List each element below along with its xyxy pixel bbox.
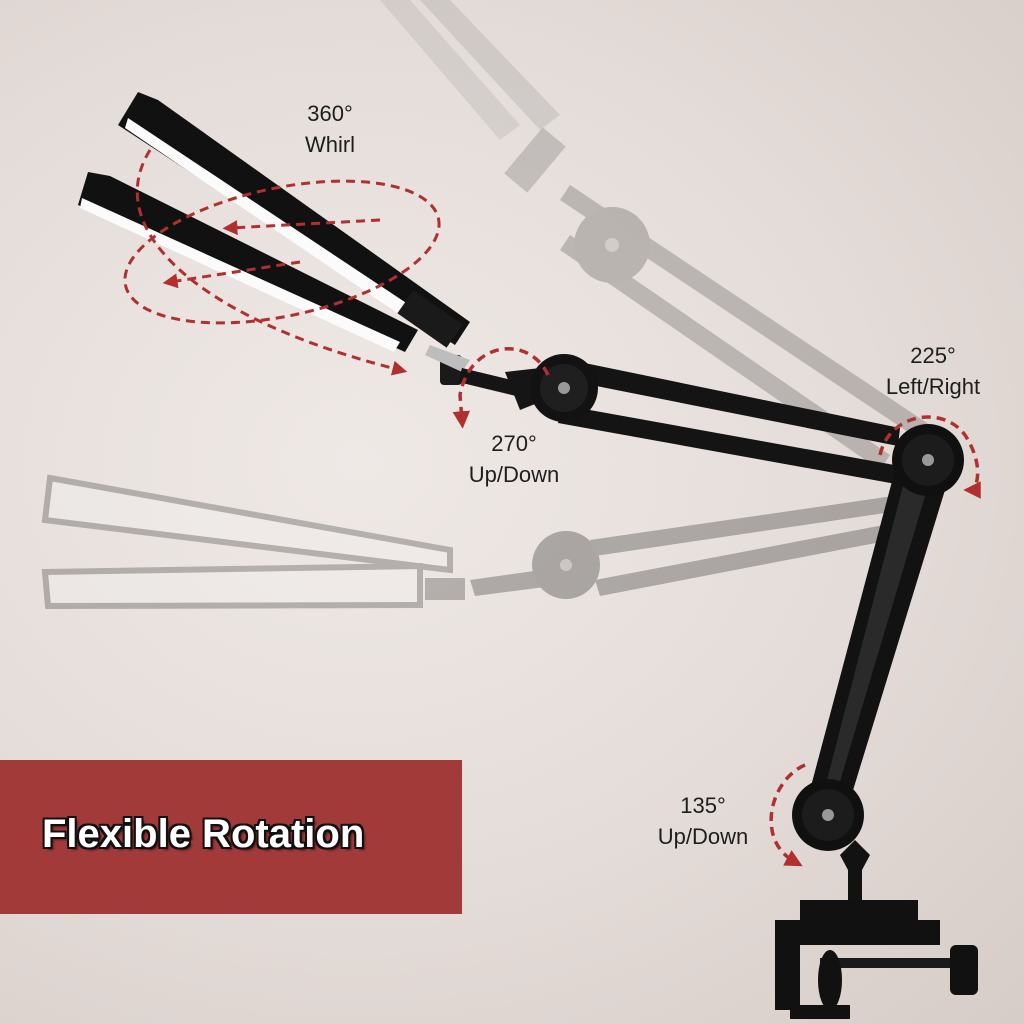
ghost-lamp-upper — [380, 0, 930, 470]
ghost-lamp-lower — [41, 474, 912, 610]
elbow-rotation-motion: Left/Right — [885, 374, 981, 399]
elbow-rotation-arrow — [878, 415, 981, 499]
desk-clamp — [775, 840, 978, 1019]
whirl-motion: Whirl — [304, 132, 356, 157]
base-rotation-degrees: 135° — [680, 793, 726, 818]
whirl-degrees: 360° — [307, 101, 353, 126]
elbow-rotation-label: 225° Left/Right — [868, 340, 998, 402]
head-rotation-motion: Up/Down — [468, 462, 560, 487]
head-rotation-arrow — [452, 347, 550, 429]
lamp-arm — [458, 354, 964, 851]
lamp-head-panels — [78, 92, 470, 385]
head-rotation-label: 270° Up/Down — [450, 428, 578, 490]
whirl-arrows — [123, 149, 441, 376]
feature-banner — [0, 760, 462, 914]
base-rotation-motion: Up/Down — [657, 824, 749, 849]
elbow-rotation-degrees: 225° — [910, 343, 956, 368]
base-rotation-label: 135° Up/Down — [640, 790, 766, 852]
whirl-label: 360° Whirl — [270, 98, 390, 160]
head-rotation-degrees: 270° — [491, 431, 537, 456]
banner-title: Flexible Rotation — [42, 812, 365, 856]
